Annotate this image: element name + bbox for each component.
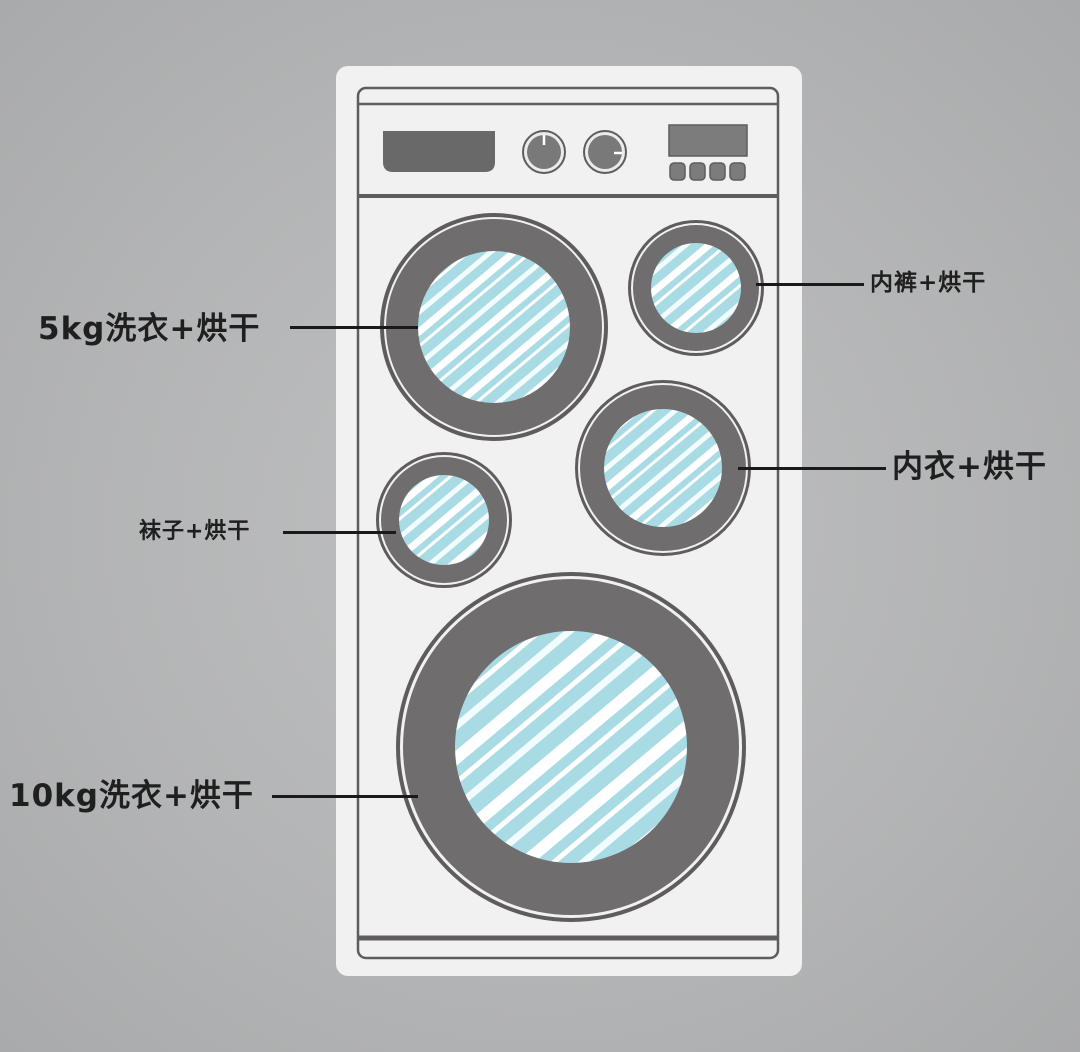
panel-button-1 bbox=[669, 162, 686, 181]
panel-button-4 bbox=[729, 162, 746, 181]
leader-line-socks bbox=[283, 531, 396, 534]
drum-underwear-bottoms-door bbox=[628, 220, 764, 356]
leader-line-5kg bbox=[290, 326, 418, 329]
drum-underwear-door bbox=[575, 380, 751, 556]
label-10kg-wash-dry: 10kg洗衣+烘干 bbox=[9, 778, 254, 814]
control-panel bbox=[383, 124, 748, 181]
drum-5kg-door bbox=[380, 213, 608, 441]
panel-button-3 bbox=[709, 162, 726, 181]
label-socks-dry: 袜子+烘干 bbox=[139, 519, 251, 544]
label-underwear-bottoms-dry: 内裤+烘干 bbox=[870, 270, 987, 296]
panel-button-2 bbox=[689, 162, 706, 181]
detergent-drawer bbox=[383, 131, 495, 172]
drum-10kg-door bbox=[396, 572, 746, 922]
label-underwear-dry: 内衣+烘干 bbox=[892, 449, 1047, 485]
drum-socks-door bbox=[376, 452, 512, 588]
label-5kg-wash-dry: 5kg洗衣+烘干 bbox=[38, 311, 261, 347]
leader-line-10kg bbox=[272, 795, 418, 798]
leader-line-underwear-bottoms bbox=[756, 283, 864, 286]
leader-line-underwear bbox=[738, 467, 886, 470]
display bbox=[668, 124, 748, 157]
